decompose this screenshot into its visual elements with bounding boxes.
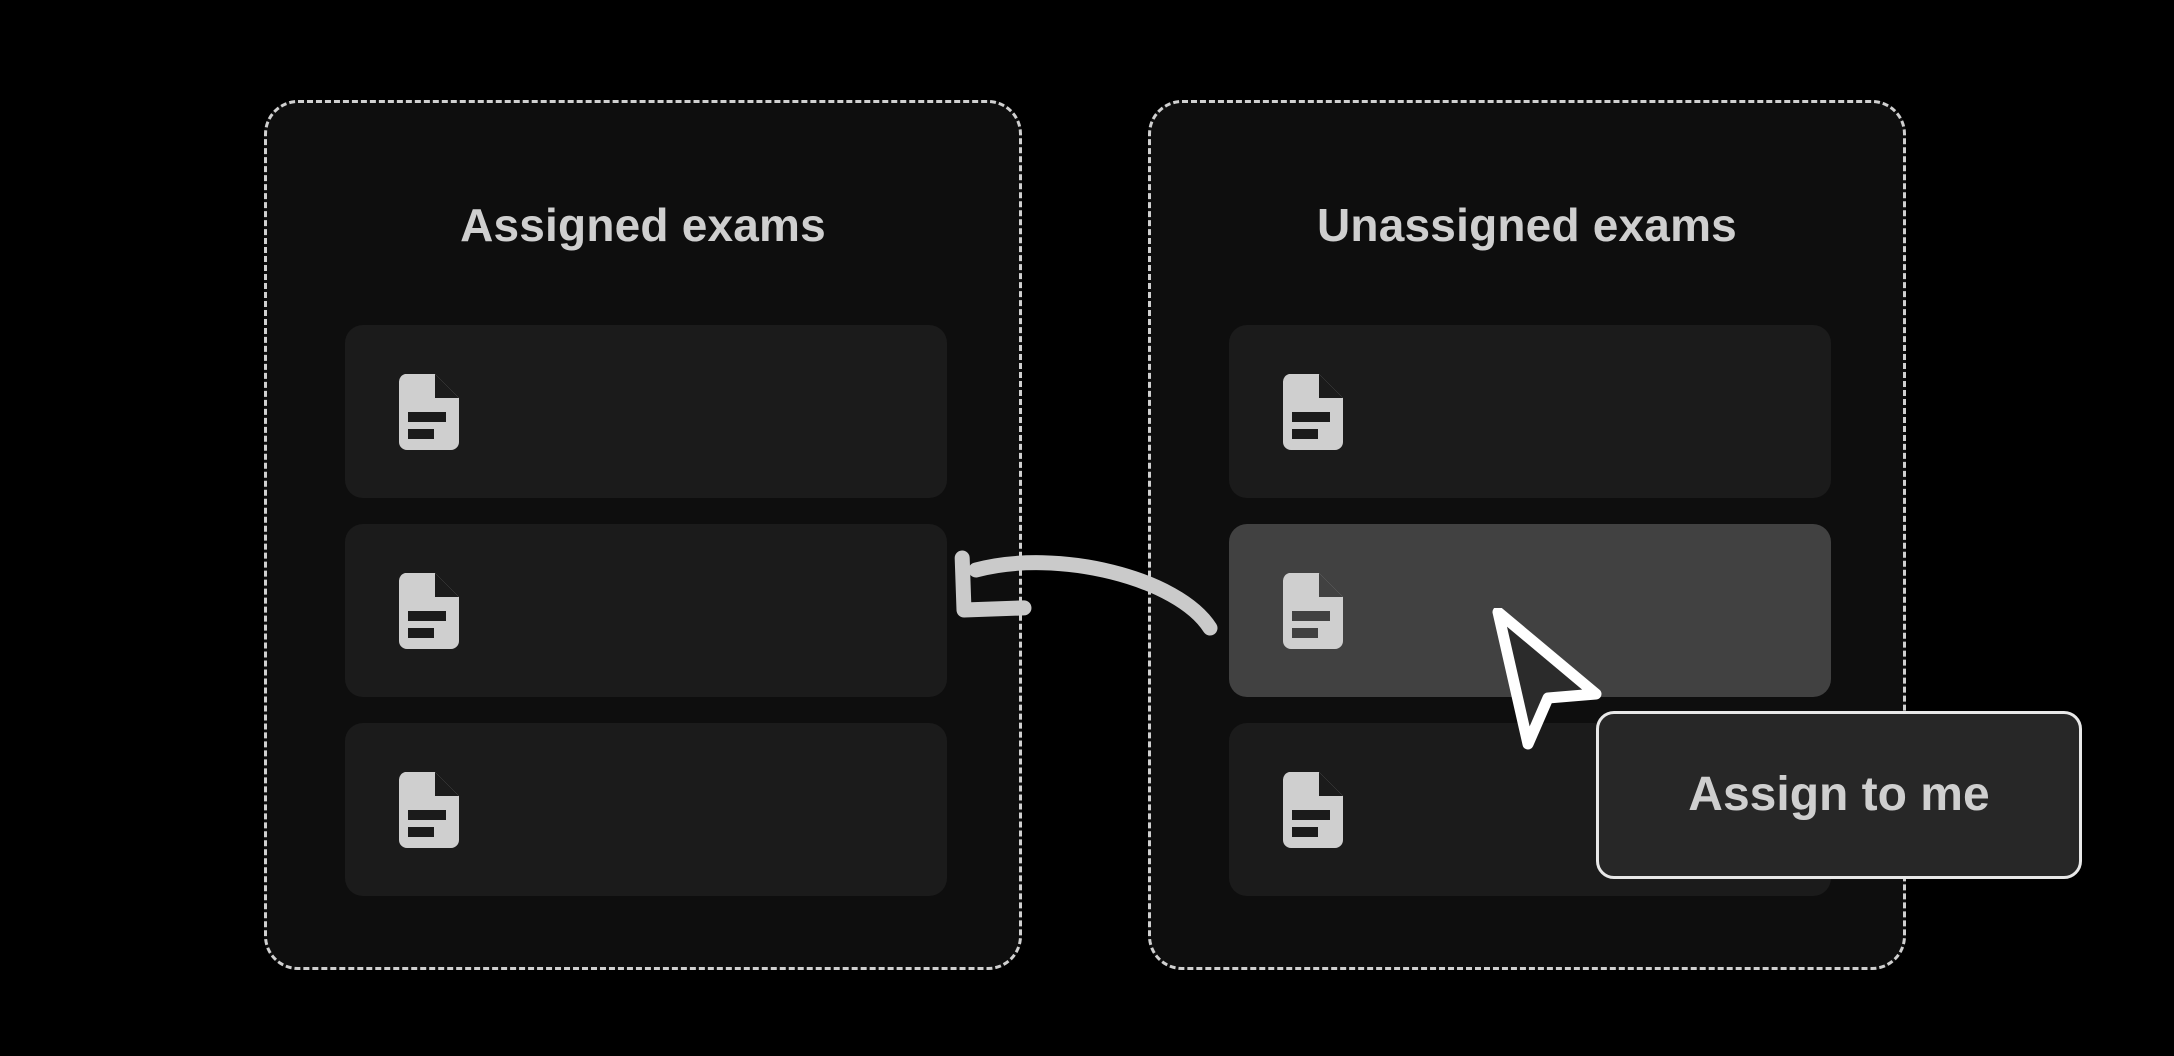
document-icon [399, 572, 459, 649]
unassigned-exam-card-1[interactable] [1229, 325, 1831, 498]
document-icon [1283, 572, 1343, 649]
assigned-exam-card-1[interactable] [345, 325, 947, 498]
panel-assigned-exams: Assigned exams [264, 100, 1022, 970]
panel-unassigned-title: Unassigned exams [1317, 199, 1737, 252]
document-icon [399, 373, 459, 450]
document-icon [1283, 373, 1343, 450]
assign-to-me-tooltip[interactable]: Assign to me [1596, 711, 2082, 879]
assigned-exam-card-3[interactable] [345, 723, 947, 896]
assigned-exam-card-2[interactable] [345, 524, 947, 697]
assigned-exam-list [345, 325, 947, 896]
panel-assigned-title: Assigned exams [460, 199, 826, 252]
tooltip-label: Assign to me [1688, 768, 1990, 821]
document-icon [1283, 771, 1343, 848]
unassigned-exam-card-2[interactable] [1229, 524, 1831, 697]
document-icon [399, 771, 459, 848]
